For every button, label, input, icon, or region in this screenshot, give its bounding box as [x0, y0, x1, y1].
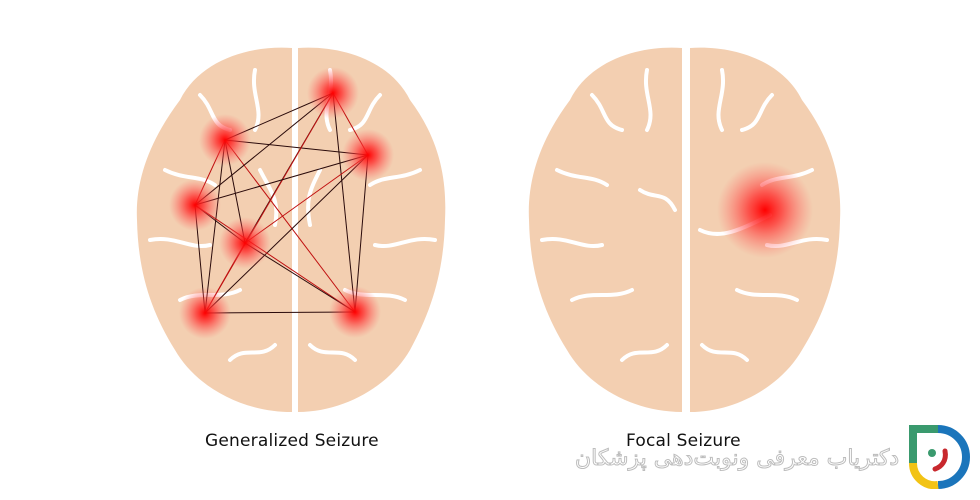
seizure-hotspots — [169, 67, 813, 339]
connection-line — [204, 154, 369, 314]
seizure-hotspot — [342, 129, 394, 181]
seizure-hotspot — [179, 287, 231, 339]
seizure-hotspot — [169, 179, 221, 231]
connection-line — [332, 92, 356, 313]
left-hemisphere — [528, 47, 682, 412]
connection-line — [224, 139, 356, 313]
doctoryab-logo — [908, 425, 970, 489]
connection-line — [354, 154, 369, 313]
connection-line — [204, 139, 226, 314]
seizure-hotspot — [329, 286, 381, 338]
generalized-seizure-caption: Generalized Seizure — [205, 431, 379, 451]
seizure-hotspot — [199, 114, 251, 166]
seizure-hotspot — [717, 162, 813, 258]
watermark-text: دکتریاب معرفی ونوبت‌دهی پزشکان — [574, 446, 900, 472]
connection-line — [194, 204, 356, 313]
connection-line — [194, 92, 334, 206]
focal-seizure-caption: Focal Seizure — [626, 431, 741, 451]
seizure-hotspot — [307, 67, 359, 119]
connection-line — [194, 154, 369, 206]
seizure-hotspot — [219, 217, 271, 269]
